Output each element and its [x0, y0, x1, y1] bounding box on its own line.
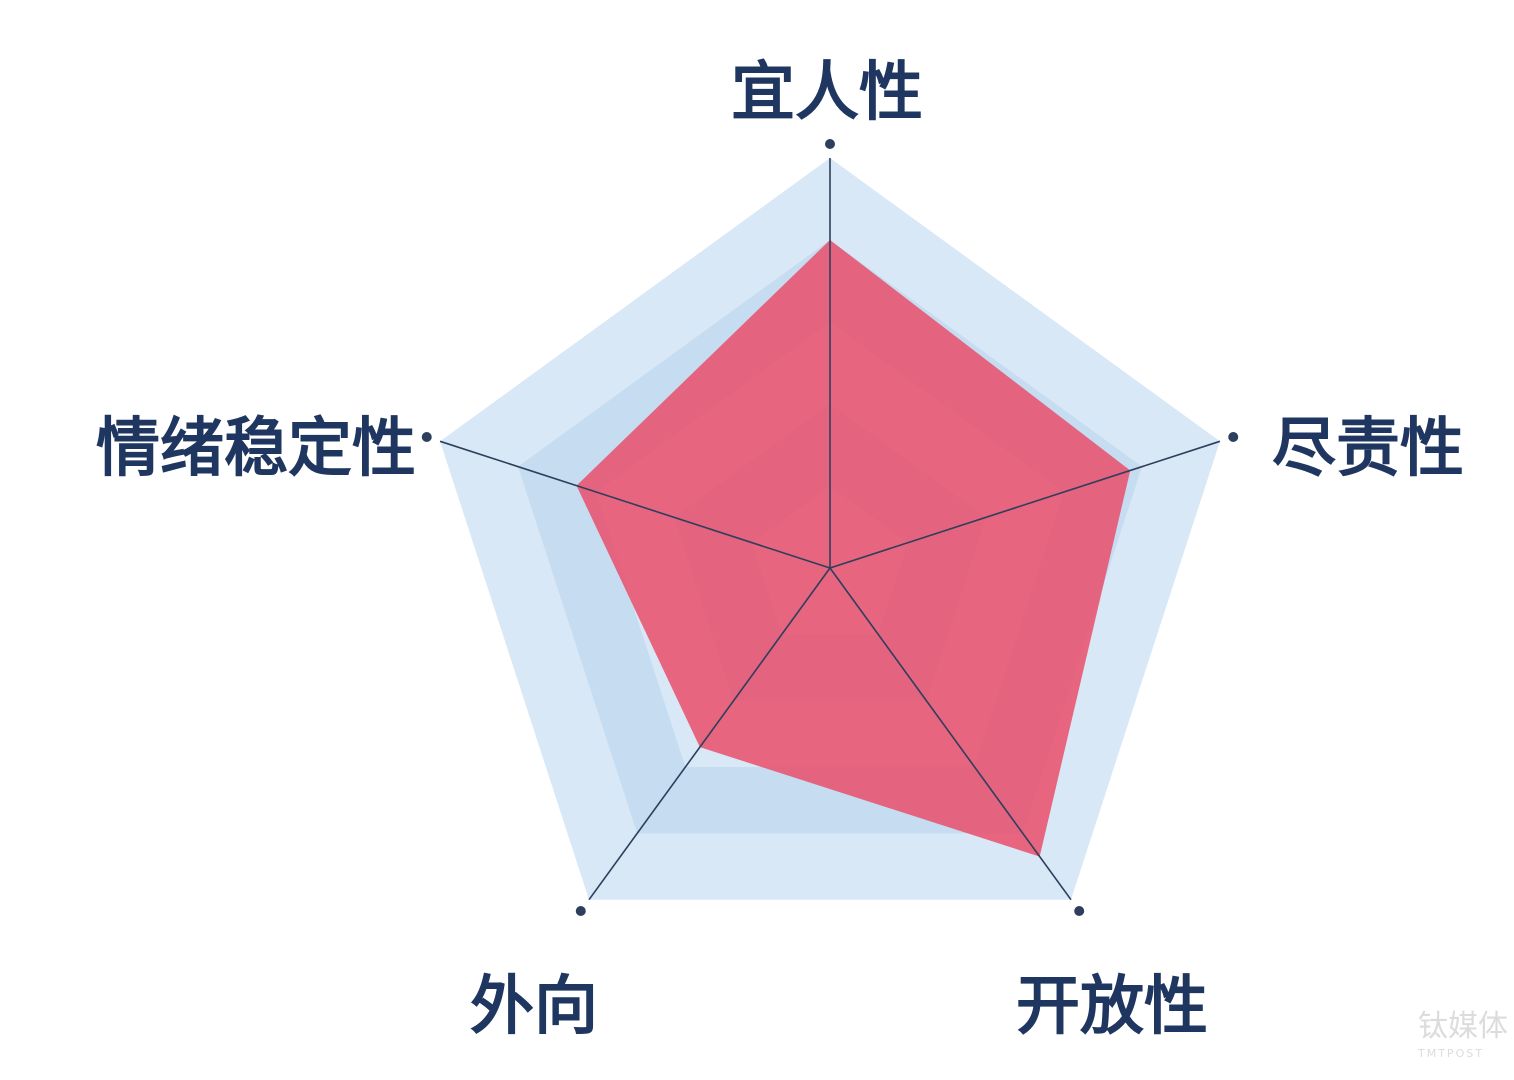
axis-label-2: 开放性	[1016, 970, 1208, 1044]
axis-label-3: 外向	[470, 970, 598, 1044]
axis-label-4: 情绪稳定性	[96, 412, 416, 486]
axis-end-dot-0	[825, 139, 835, 149]
axis-line-2	[829, 567, 1072, 901]
watermark-en: TMTPOST	[1417, 1047, 1484, 1060]
series-area-0	[576, 240, 1131, 857]
radar-axes	[421, 139, 1239, 917]
radar-series	[576, 240, 1131, 857]
axis-end-dot-2	[1074, 906, 1085, 917]
watermark-cn: 钛媒体	[1418, 1009, 1508, 1044]
watermark: 钛媒体 TMTPOST	[1417, 1009, 1508, 1060]
axis-end-dot-4	[421, 431, 432, 442]
axis-label-0: 宜人性	[731, 56, 923, 130]
axis-end-dot-3	[575, 906, 586, 917]
axis-label-1: 尽责性	[1272, 412, 1464, 486]
axis-line-4	[439, 440, 831, 569]
axis-line-3	[588, 567, 831, 901]
axis-line-1	[829, 440, 1221, 569]
axis-end-dot-1	[1228, 431, 1239, 442]
